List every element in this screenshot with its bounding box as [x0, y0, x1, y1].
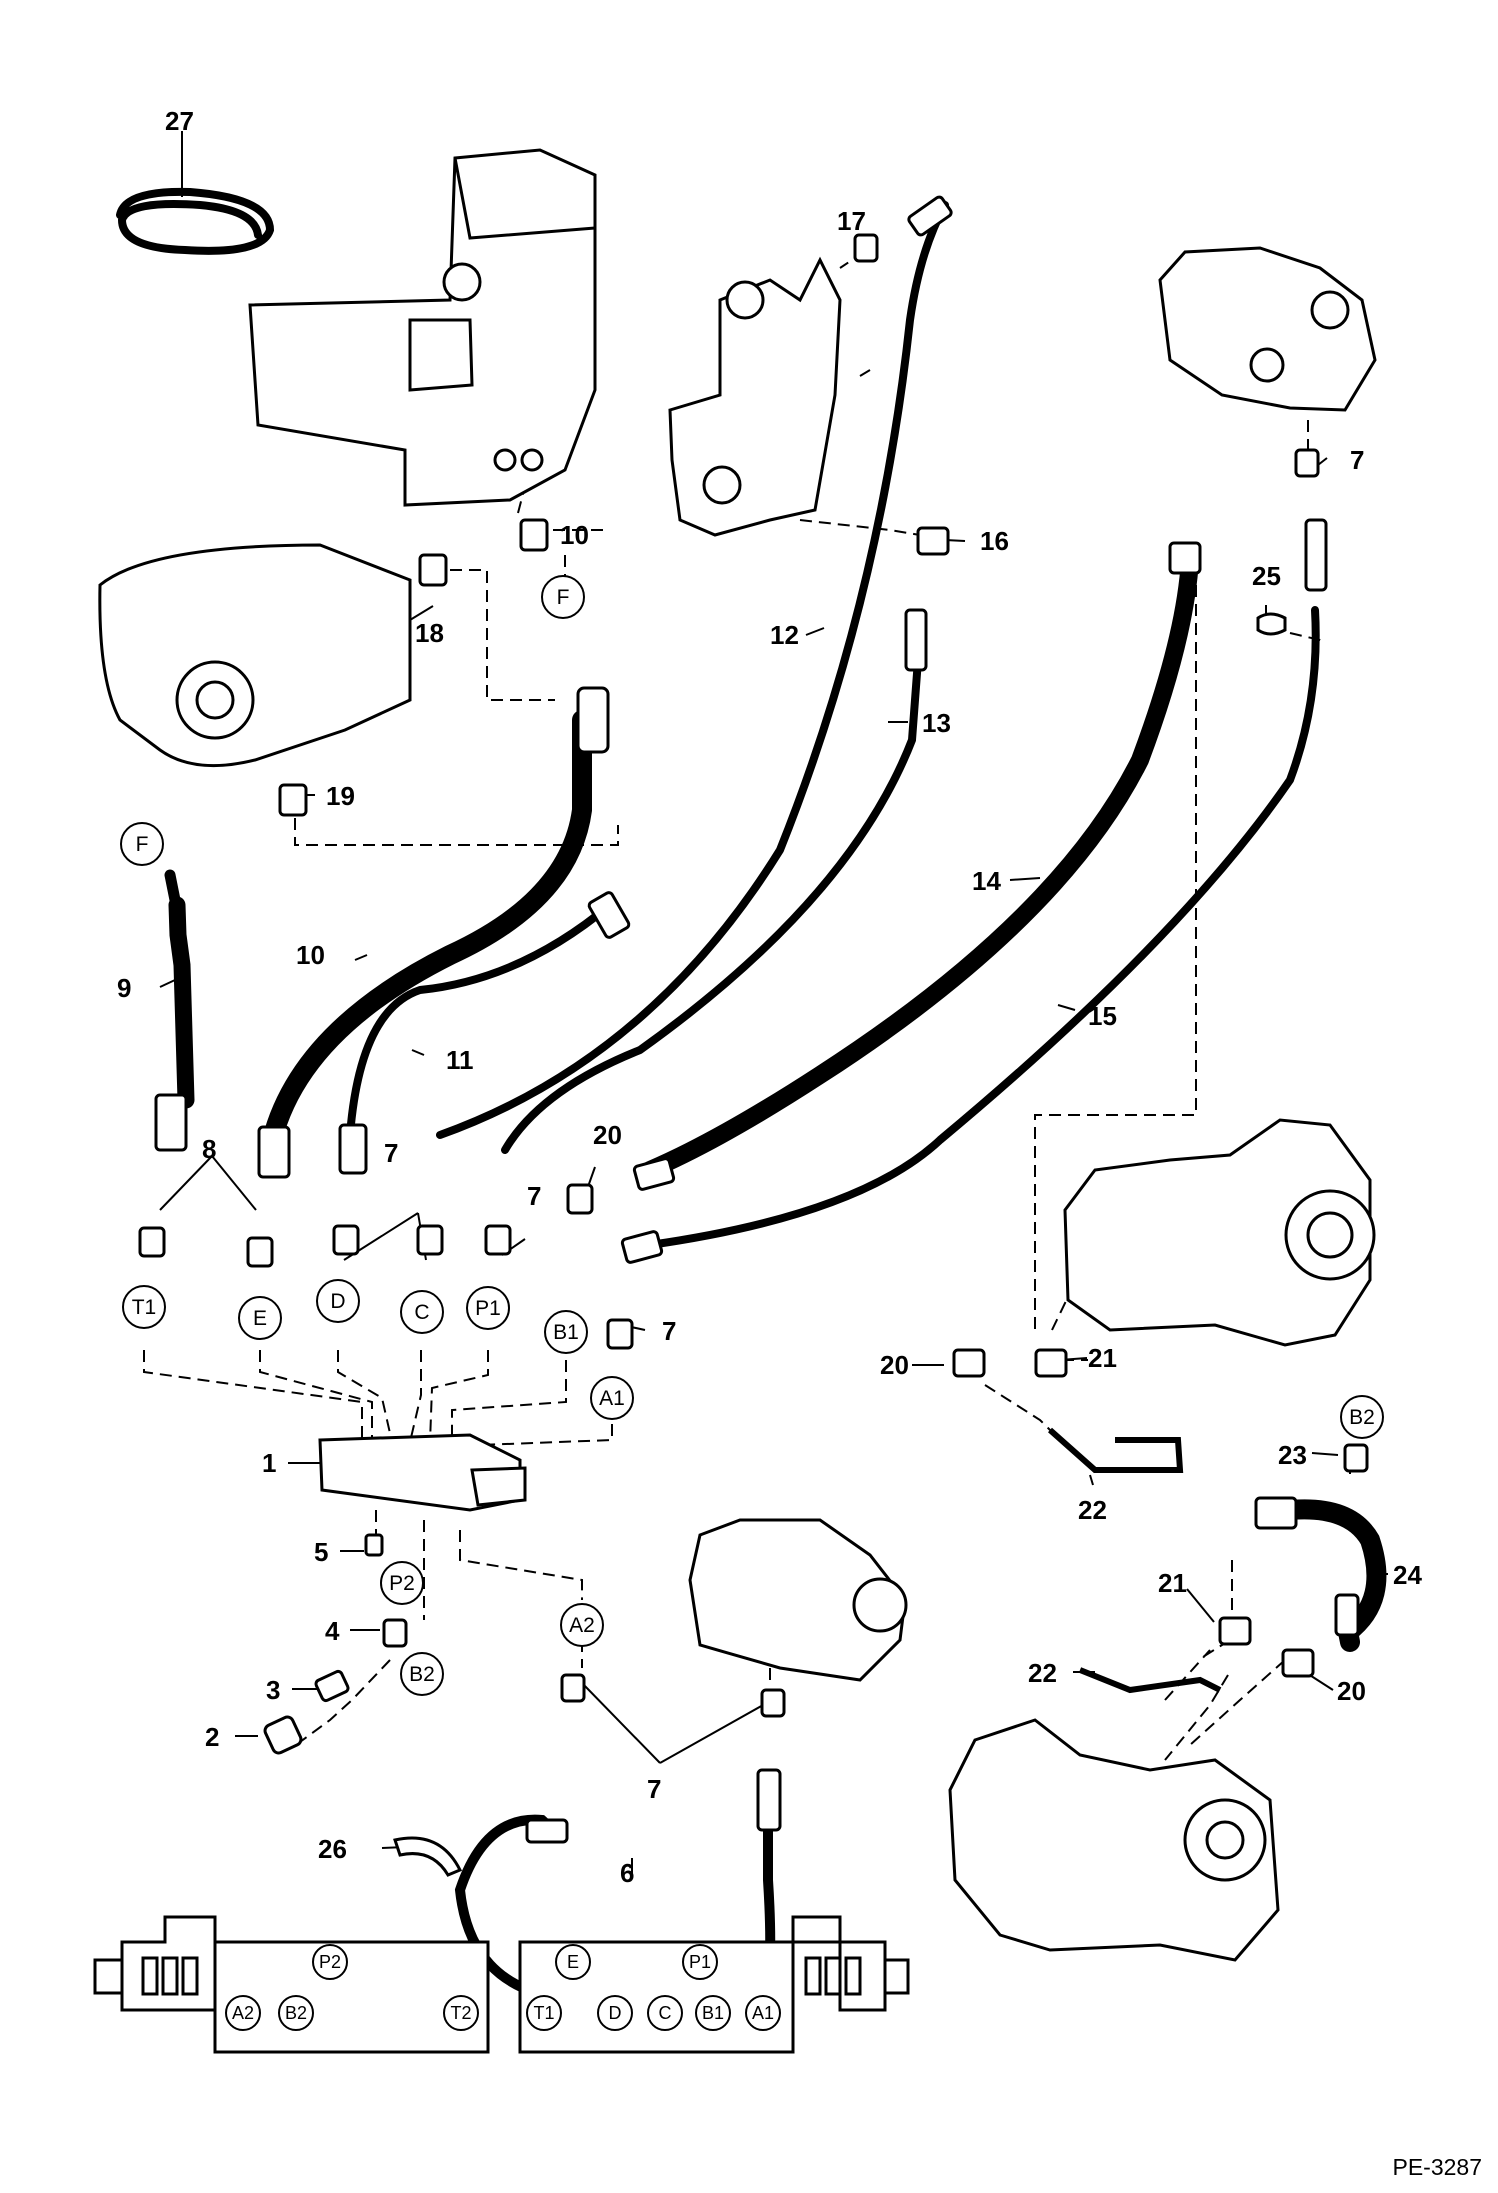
callout-17: 17	[837, 206, 866, 236]
callout-18: 18	[415, 618, 444, 648]
callout-25: 25	[1252, 561, 1281, 591]
callout-14: 14	[972, 866, 1001, 896]
callout-23: 23	[1278, 1440, 1307, 1470]
callout-7: 7	[647, 1774, 662, 1804]
block-left-port-b2: B2	[278, 1995, 314, 2031]
callout-10: 10	[296, 940, 325, 970]
port-marker-f: F	[120, 822, 164, 866]
port-marker-t1: T1	[122, 1285, 166, 1329]
block-right-port-a1: A1	[745, 1995, 781, 2031]
callout-21: 21	[1088, 1343, 1117, 1373]
callout-9: 9	[117, 973, 132, 1003]
drawing-reference-number: PE-3287	[1392, 2154, 1482, 2180]
port-marker-a1: A1	[590, 1376, 634, 1420]
port-marker-e: E	[238, 1296, 282, 1340]
port-marker-d: D	[316, 1279, 360, 1323]
callout-15: 15	[1088, 1001, 1117, 1031]
callout-24: 24	[1393, 1560, 1422, 1590]
port-marker-p1: P1	[466, 1286, 510, 1330]
block-left-port-t2: T2	[443, 1995, 479, 2031]
port-marker-p2: P2	[380, 1561, 424, 1605]
callout-1: 1	[262, 1448, 277, 1478]
port-marker-b1: B1	[544, 1310, 588, 1354]
block-right-port-d: D	[597, 1995, 633, 2031]
callout-12: 12	[770, 620, 799, 650]
block-left-port-a2: A2	[225, 1995, 261, 2031]
callout-10: 10	[560, 520, 589, 550]
callout-21: 21	[1158, 1568, 1187, 1598]
block-right-port-e: E	[555, 1944, 591, 1980]
callout-22: 22	[1028, 1658, 1057, 1688]
callout-19: 19	[326, 781, 355, 811]
callout-8: 8	[202, 1134, 217, 1164]
block-right-port-c: C	[647, 1995, 683, 2031]
callout-26: 26	[318, 1834, 347, 1864]
port-marker-b2: B2	[400, 1652, 444, 1696]
callout-5: 5	[314, 1537, 329, 1567]
callout-7: 7	[527, 1181, 542, 1211]
valve-spool-slots	[141, 1956, 862, 1996]
block-right-port-b1: B1	[695, 1995, 731, 2031]
port-marker-c: C	[400, 1290, 444, 1334]
callout-20: 20	[593, 1120, 622, 1150]
callout-13: 13	[922, 708, 951, 738]
port-marker-a2: A2	[560, 1603, 604, 1647]
callout-2: 2	[205, 1722, 220, 1752]
callout-3: 3	[266, 1675, 281, 1705]
hose-end-fittings	[154, 195, 1360, 1844]
port-marker-b2: B2	[1340, 1395, 1384, 1439]
block-left-port-p2: P2	[312, 1944, 348, 1980]
callout-16: 16	[980, 526, 1009, 556]
callout-11: 11	[446, 1045, 474, 1075]
block-right-port-p1: P1	[682, 1944, 718, 1980]
callout-6: 6	[620, 1858, 635, 1888]
callout-20: 20	[1337, 1676, 1366, 1706]
callout-7: 7	[662, 1316, 677, 1346]
block-right-port-t1: T1	[526, 1995, 562, 2031]
fittings	[138, 233, 1369, 1877]
callout-7: 7	[384, 1138, 399, 1168]
callout-20: 20	[880, 1350, 909, 1380]
callout-22: 22	[1078, 1495, 1107, 1525]
callout-7: 7	[1350, 445, 1365, 475]
callout-27: 27	[165, 106, 194, 136]
callout-4: 4	[325, 1616, 340, 1646]
port-marker-f: F	[541, 575, 585, 619]
